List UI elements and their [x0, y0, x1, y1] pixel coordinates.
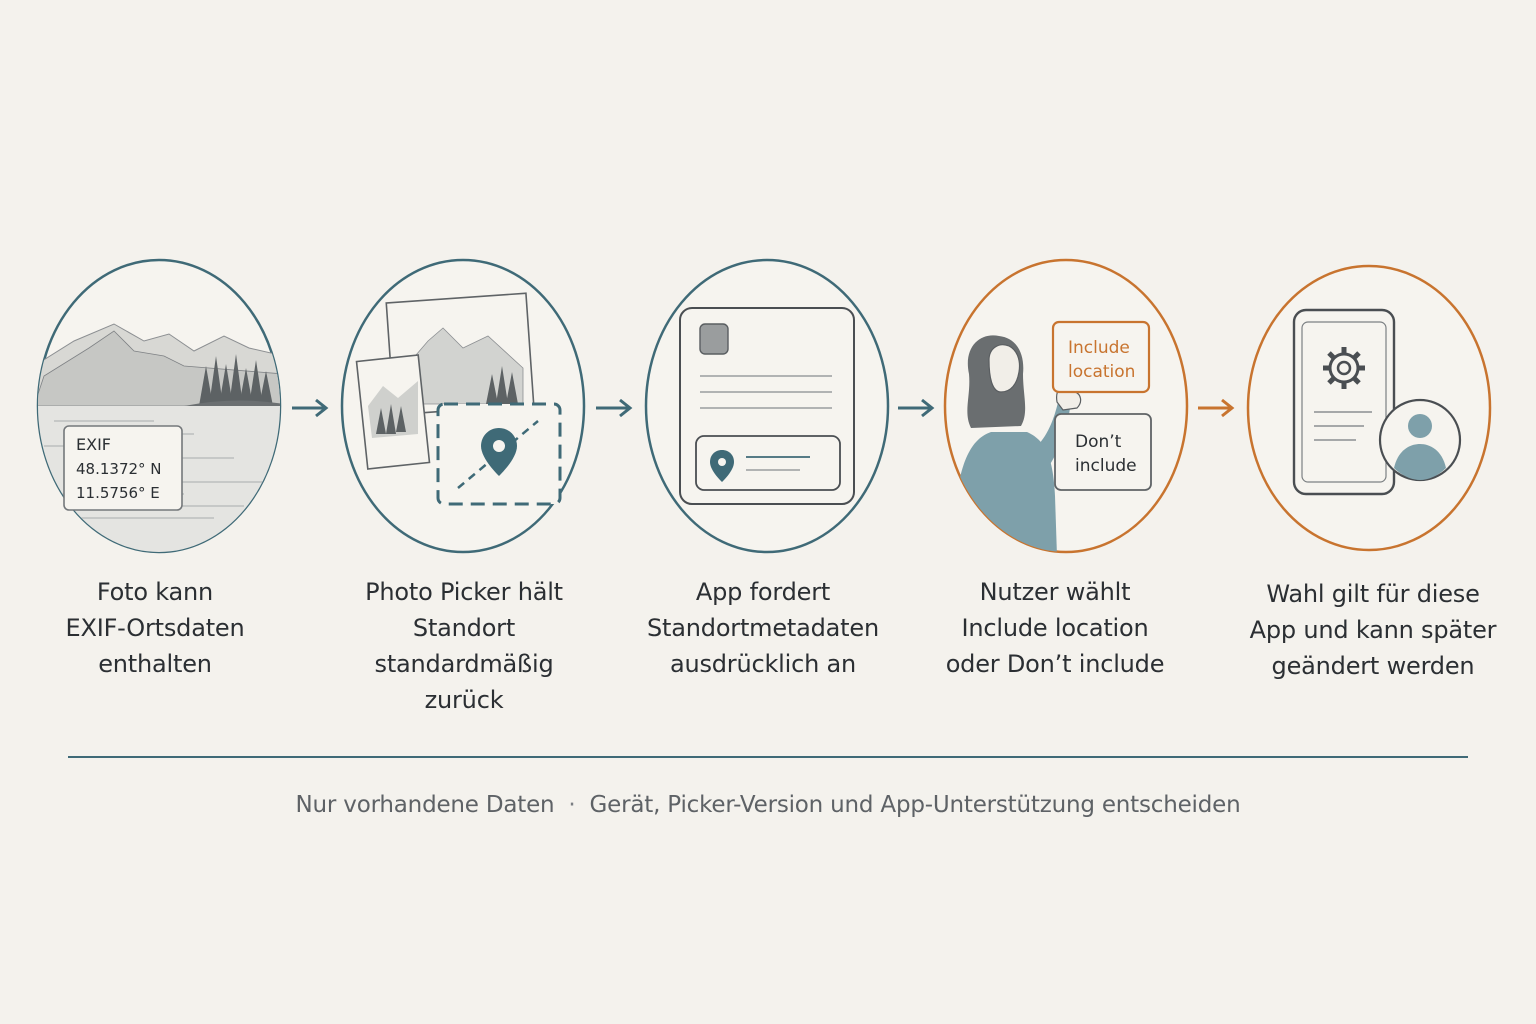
arrow-right-icon: [596, 398, 633, 418]
arrow-right-icon: [898, 398, 935, 418]
step-4-caption: Nutzer wählt Include location oder Don’t…: [945, 578, 1165, 678]
footer-note: Nur vorhandene Daten · Gerät, Picker-Versi…: [0, 792, 1536, 818]
exif-title: EXIF: [76, 435, 111, 454]
exif-latitude: 48.1372° N: [76, 460, 162, 478]
footer-right-text: Gerät, Picker-Version und App-Unterstütz…: [589, 792, 1241, 818]
location-pin-icon: [710, 450, 734, 482]
step-2-circle: [340, 258, 586, 554]
step-1-caption: Foto kann EXIF-Ortsdaten enthalten: [65, 578, 245, 678]
phone-settings-icon: [1292, 308, 1396, 496]
step-4-circle: Include location Don’t include: [943, 258, 1189, 554]
step-2-caption: Photo Picker hält Standort standardmäßig…: [365, 578, 563, 714]
gear-icon: [1323, 347, 1365, 389]
include-location-option[interactable]: Include location: [1051, 320, 1151, 394]
photo-stack-icon: [355, 292, 535, 470]
dont-include-label-line2: include: [1075, 456, 1137, 476]
arrow-right-icon: [292, 398, 329, 418]
arrow-right-icon: [1198, 398, 1235, 418]
footer-left-text: Nur vorhandene Daten: [295, 792, 555, 818]
exif-data-card: EXIF 48.1372° N 11.5756° E: [63, 425, 183, 511]
dont-include-label-line1: Don’t: [1075, 432, 1122, 452]
exif-longitude: 11.5756° E: [76, 484, 160, 502]
step-1-circle: EXIF 48.1372° N 11.5756° E: [36, 258, 282, 554]
footer-separator: ·: [568, 792, 576, 818]
location-pin-icon: [481, 428, 517, 476]
include-location-label-line1: Include: [1068, 338, 1130, 358]
dont-include-option[interactable]: Don’t include: [1054, 413, 1152, 491]
step-3-circle: [644, 258, 890, 554]
app-window-icon: [679, 307, 855, 505]
include-location-label-line2: location: [1068, 362, 1135, 382]
step-5-caption: Wahl gilt für diese App und kann später …: [1249, 580, 1497, 680]
divider-line: [68, 756, 1468, 758]
user-avatar-icon: [1378, 398, 1462, 482]
step-3-caption: App fordert Standortmetadaten ausdrückli…: [647, 578, 879, 678]
step-5-circle: [1246, 264, 1492, 552]
